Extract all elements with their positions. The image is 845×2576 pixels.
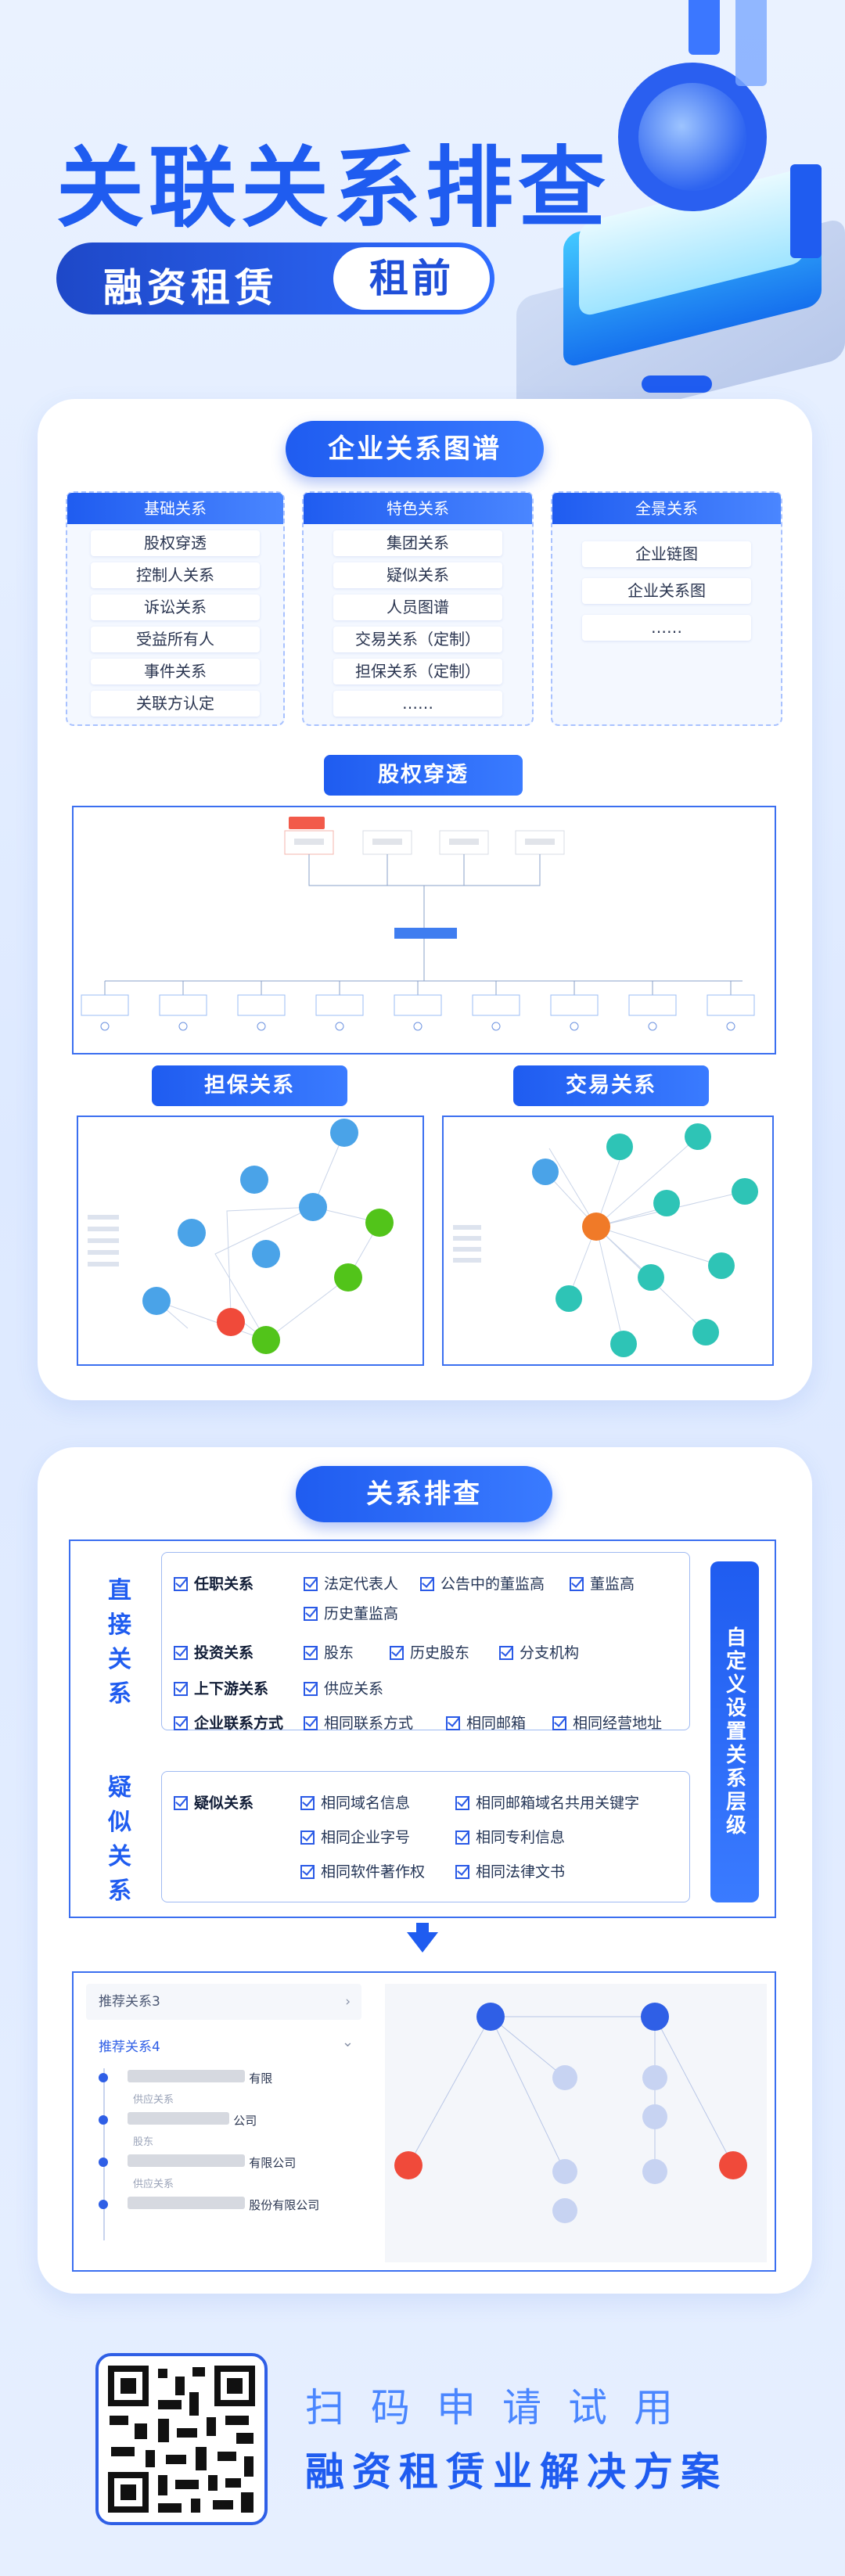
- result-graph: [385, 1984, 767, 2262]
- category-item[interactable]: 疑似关系: [333, 562, 502, 588]
- opt-announced-officers[interactable]: 公告中的董监高: [420, 1572, 545, 1593]
- qr-code[interactable]: [95, 2353, 268, 2525]
- direct-box: [161, 1552, 690, 1730]
- result-item-4[interactable]: 推荐关系4: [99, 2039, 160, 2055]
- masked-name: [128, 2112, 230, 2125]
- chevron-down-icon[interactable]: ⌄: [341, 2034, 354, 2050]
- trade-network: [442, 1116, 774, 1366]
- equity-diagram: [72, 806, 776, 1054]
- category-item[interactable]: 担保关系（定制）: [333, 659, 502, 684]
- opt-officers[interactable]: 董监高: [570, 1572, 635, 1593]
- row-suspect[interactable]: 疑似关系: [174, 1791, 254, 1813]
- entry-3[interactable]: 有限公司 供应关系: [99, 2154, 296, 2190]
- chevron-right-icon: ›: [345, 1994, 351, 2010]
- hero-title: 关联关系排查: [56, 138, 610, 239]
- hero-subtitle-pill: 融资租赁 租前: [56, 243, 494, 314]
- category-item[interactable]: 关联方认定: [91, 691, 260, 717]
- result-panel: 推荐关系3› 推荐关系4 ⌄ 有限 供应关系 公司 股东 有限公司 供应关系 股…: [72, 1971, 776, 2272]
- qr-code-icon: [108, 2366, 255, 2513]
- category-head: 特色关系: [304, 493, 532, 524]
- category-item[interactable]: 受益所有人: [91, 627, 260, 652]
- masked-name: [128, 2154, 246, 2167]
- entry-2[interactable]: 公司 股东: [99, 2112, 257, 2148]
- row-employment[interactable]: 任职关系: [174, 1572, 254, 1593]
- row-supply-chain[interactable]: 上下游关系: [174, 1677, 268, 1698]
- opt-same-legal-docs[interactable]: 相同法律文书: [455, 1860, 565, 1881]
- hero-subtitle-left: 融资租赁: [103, 265, 279, 311]
- dot-icon: [99, 2157, 108, 2167]
- section2-title: 关系排查: [296, 1466, 552, 1522]
- equity-tree: [81, 817, 755, 1031]
- category-head: 基础关系: [67, 493, 283, 524]
- guarantee-network: [77, 1116, 424, 1366]
- opt-same-contact[interactable]: 相同联系方式: [304, 1712, 413, 1733]
- suspect-box: [161, 1771, 690, 1902]
- category-item[interactable]: 事件关系: [91, 659, 260, 684]
- opt-historic-officers[interactable]: 历史董监高: [304, 1602, 398, 1623]
- opt-email-domain-keyword[interactable]: 相同邮箱域名共用关键字: [455, 1791, 639, 1813]
- category-item[interactable]: ……: [582, 615, 751, 641]
- row-contact[interactable]: 企业联系方式: [174, 1712, 283, 1733]
- entry-4[interactable]: 股份有限公司: [99, 2197, 319, 2213]
- opt-same-email[interactable]: 相同邮箱: [446, 1712, 526, 1733]
- category-item[interactable]: 股权穿透: [91, 530, 260, 556]
- opt-same-address[interactable]: 相同经营地址: [552, 1712, 662, 1733]
- hero-subtitle-right: 租前: [333, 247, 490, 310]
- cta-solution: 融资租赁业解决方案: [305, 2449, 728, 2495]
- opt-historic-shareholder[interactable]: 历史股东: [390, 1641, 469, 1662]
- result-graph-svg: [394, 2003, 747, 2223]
- category-head: 全景关系: [552, 493, 781, 524]
- opt-shareholder[interactable]: 股东: [304, 1641, 354, 1662]
- opt-supply[interactable]: 供应关系: [304, 1677, 383, 1698]
- entry-1[interactable]: 有限 供应关系: [99, 2070, 272, 2106]
- category-item[interactable]: 集团关系: [333, 530, 502, 556]
- category-item[interactable]: 企业关系图: [582, 578, 751, 604]
- guarantee-title: 担保关系: [152, 1065, 347, 1106]
- trade-title: 交易关系: [513, 1065, 709, 1106]
- opt-same-software-copyright[interactable]: 相同软件著作权: [300, 1860, 425, 1881]
- arrow-down-icon: [407, 1932, 438, 1953]
- result-item-4-panel: 推荐关系4 ⌄ 有限 供应关系 公司 股东 有限公司 供应关系 股份有限公司: [86, 2029, 361, 2264]
- opt-branch[interactable]: 分支机构: [499, 1641, 579, 1662]
- result-item-3[interactable]: 推荐关系3›: [86, 1984, 361, 2020]
- opt-same-domain[interactable]: 相同域名信息: [300, 1791, 410, 1813]
- category-item[interactable]: 交易关系（定制）: [333, 627, 502, 652]
- category-basic: 基础关系 股权穿透 控制人关系 诉讼关系 受益所有人 事件关系 关联方认定: [66, 491, 285, 726]
- category-item[interactable]: 诉讼关系: [91, 595, 260, 620]
- category-panorama: 全景关系 企业链图 企业关系图 ……: [551, 491, 782, 726]
- category-special: 特色关系 集团关系 疑似关系 人员图谱 交易关系（定制） 担保关系（定制） ……: [302, 491, 534, 726]
- timeline: [103, 2068, 105, 2240]
- section1-title: 企业关系图谱: [286, 421, 544, 477]
- custom-level-button[interactable]: 自定义设置关系层级: [710, 1561, 759, 1902]
- direct-label: 直接关系: [108, 1577, 131, 1708]
- cta-scan: 扫码申请试用: [305, 2385, 699, 2430]
- dot-icon: [99, 2200, 108, 2209]
- category-item[interactable]: ……: [333, 691, 502, 717]
- trade-graph: [453, 1123, 758, 1357]
- category-item[interactable]: 控制人关系: [91, 562, 260, 588]
- guarantee-graph: [88, 1119, 394, 1354]
- equity-title: 股权穿透: [324, 755, 523, 796]
- masked-name: [128, 2070, 246, 2082]
- opt-same-trade-name[interactable]: 相同企业字号: [300, 1826, 410, 1847]
- arrow-stem: [416, 1923, 429, 1934]
- masked-name: [128, 2197, 246, 2209]
- category-item[interactable]: 人员图谱: [333, 595, 502, 620]
- dot-icon: [99, 2073, 108, 2082]
- category-item[interactable]: 企业链图: [582, 541, 751, 567]
- suspect-label: 疑似关系: [108, 1774, 131, 1905]
- row-investment[interactable]: 投资关系: [174, 1641, 254, 1662]
- dot-icon: [99, 2115, 108, 2125]
- opt-same-patent[interactable]: 相同专利信息: [455, 1826, 565, 1847]
- opt-legal-rep[interactable]: 法定代表人: [304, 1572, 398, 1593]
